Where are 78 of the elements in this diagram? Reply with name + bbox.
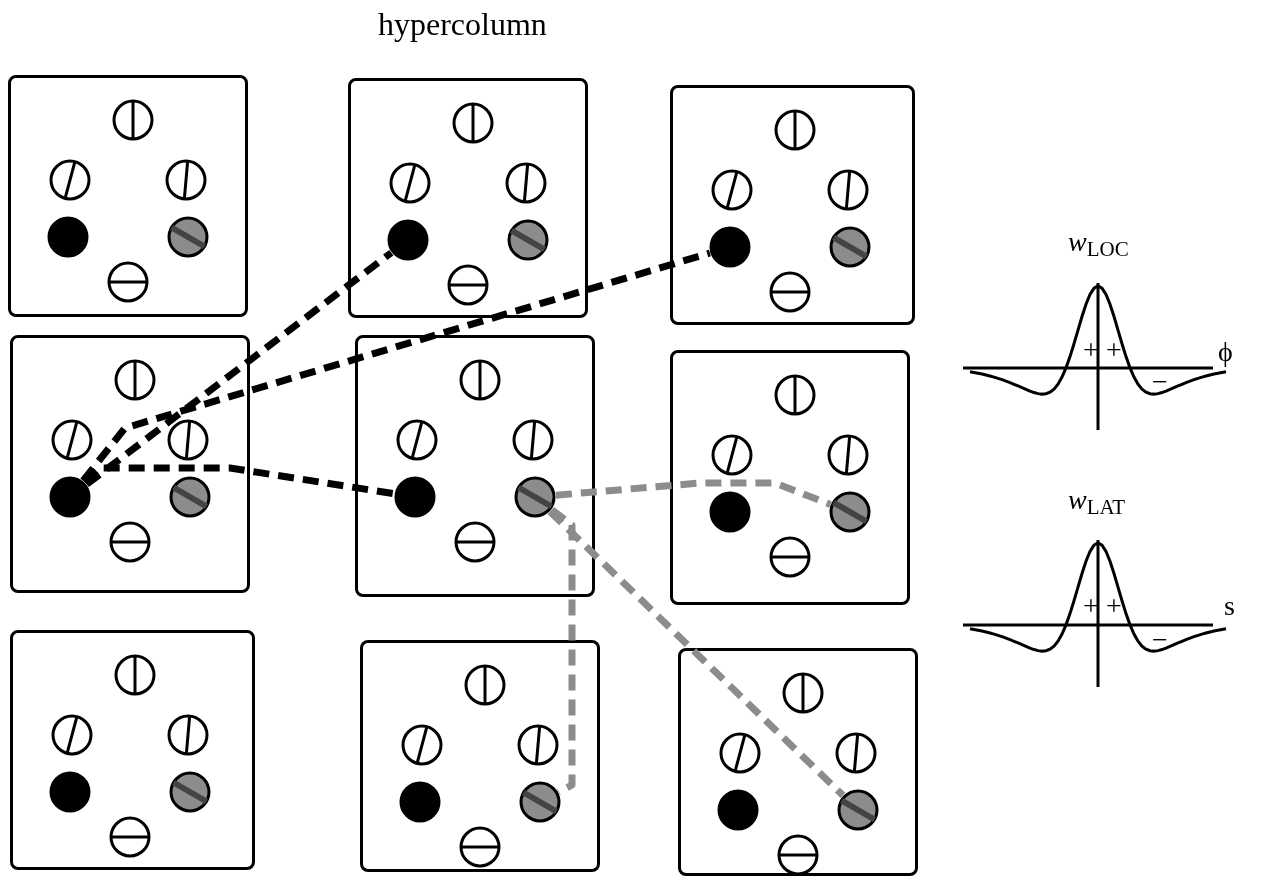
oriented-unit-circle: [112, 99, 154, 141]
oriented-unit-circle: [452, 102, 494, 144]
hypercolumn-box: [670, 350, 910, 605]
plot-label: ϕ: [1218, 338, 1233, 366]
oriented-unit-circle: [711, 169, 753, 211]
oriented-unit-circle: [459, 826, 501, 868]
shaded-unit-circle: [837, 789, 879, 831]
oriented-unit-circle: [769, 536, 811, 578]
filled-unit-circle: [47, 216, 89, 258]
oriented-unit-circle: [51, 714, 93, 756]
oriented-unit-circle: [167, 419, 209, 461]
oriented-unit-circle: [517, 724, 559, 766]
plot-label: +: [1083, 336, 1099, 364]
oriented-unit-circle: [769, 271, 811, 313]
shaded-unit-circle: [519, 781, 561, 823]
oriented-unit-circle: [114, 359, 156, 401]
filled-unit-circle: [709, 226, 751, 268]
plot-label: +: [1106, 592, 1122, 620]
oriented-unit-circle: [774, 109, 816, 151]
shaded-unit-circle: [169, 771, 211, 813]
shaded-unit-circle: [829, 226, 871, 268]
shaded-unit-circle: [829, 491, 871, 533]
oriented-unit-circle: [454, 521, 496, 563]
oriented-unit-circle: [774, 374, 816, 416]
connection-line: [82, 464, 395, 498]
filled-unit-circle: [49, 771, 91, 813]
oriented-unit-circle: [447, 264, 489, 306]
hypercolumn-box: [360, 640, 600, 872]
shaded-unit-circle: [167, 216, 209, 258]
hypercolumn-box: [10, 335, 250, 593]
oriented-unit-circle: [827, 169, 869, 211]
oriented-unit-circle: [464, 664, 506, 706]
plot-label: −: [1152, 368, 1168, 396]
connection-line: [547, 509, 846, 798]
oriented-unit-circle: [51, 419, 93, 461]
oriented-unit-circle: [711, 434, 753, 476]
hypercolumn-box: [678, 648, 918, 876]
heading-label: hypercolumn: [378, 8, 547, 40]
hypercolumn-box: [355, 335, 595, 597]
oriented-unit-circle: [107, 261, 149, 303]
oriented-unit-circle: [114, 654, 156, 696]
plot-label: +: [1083, 592, 1099, 620]
oriented-unit-circle: [109, 816, 151, 858]
oriented-unit-circle: [505, 162, 547, 204]
oriented-unit-circle: [777, 834, 819, 876]
oriented-unit-circle: [835, 732, 877, 774]
oriented-unit-circle: [512, 419, 554, 461]
connection-line: [84, 249, 394, 488]
oriented-unit-circle: [49, 159, 91, 201]
shaded-unit-circle: [169, 476, 211, 518]
plot-label: −: [1152, 626, 1168, 654]
oriented-unit-circle: [401, 724, 443, 766]
shaded-unit-circle: [514, 476, 556, 518]
filled-unit-circle: [399, 781, 441, 823]
hypercolumn-box: [10, 630, 255, 870]
oriented-unit-circle: [167, 714, 209, 756]
oriented-unit-circle: [396, 419, 438, 461]
filled-unit-circle: [394, 476, 436, 518]
plot-label: w$_{LAT}$: [1068, 486, 1126, 514]
plot-label: +: [1106, 336, 1122, 364]
oriented-unit-circle: [459, 359, 501, 401]
plot-label: s: [1224, 592, 1235, 620]
hypercolumn-box: [348, 78, 588, 318]
oriented-unit-circle: [719, 732, 761, 774]
shaded-unit-circle: [507, 219, 549, 261]
filled-unit-circle: [387, 219, 429, 261]
connection-line: [555, 479, 832, 508]
filled-unit-circle: [709, 491, 751, 533]
oriented-unit-circle: [827, 434, 869, 476]
hypercolumn-box: [8, 75, 248, 317]
oriented-unit-circle: [109, 521, 151, 563]
plot-label: w$_{LOC}$: [1068, 228, 1129, 256]
oriented-unit-circle: [782, 672, 824, 714]
filled-unit-circle: [717, 789, 759, 831]
oriented-unit-circle: [165, 159, 207, 201]
filled-unit-circle: [49, 476, 91, 518]
hypercolumn-box: [670, 85, 915, 325]
oriented-unit-circle: [389, 162, 431, 204]
